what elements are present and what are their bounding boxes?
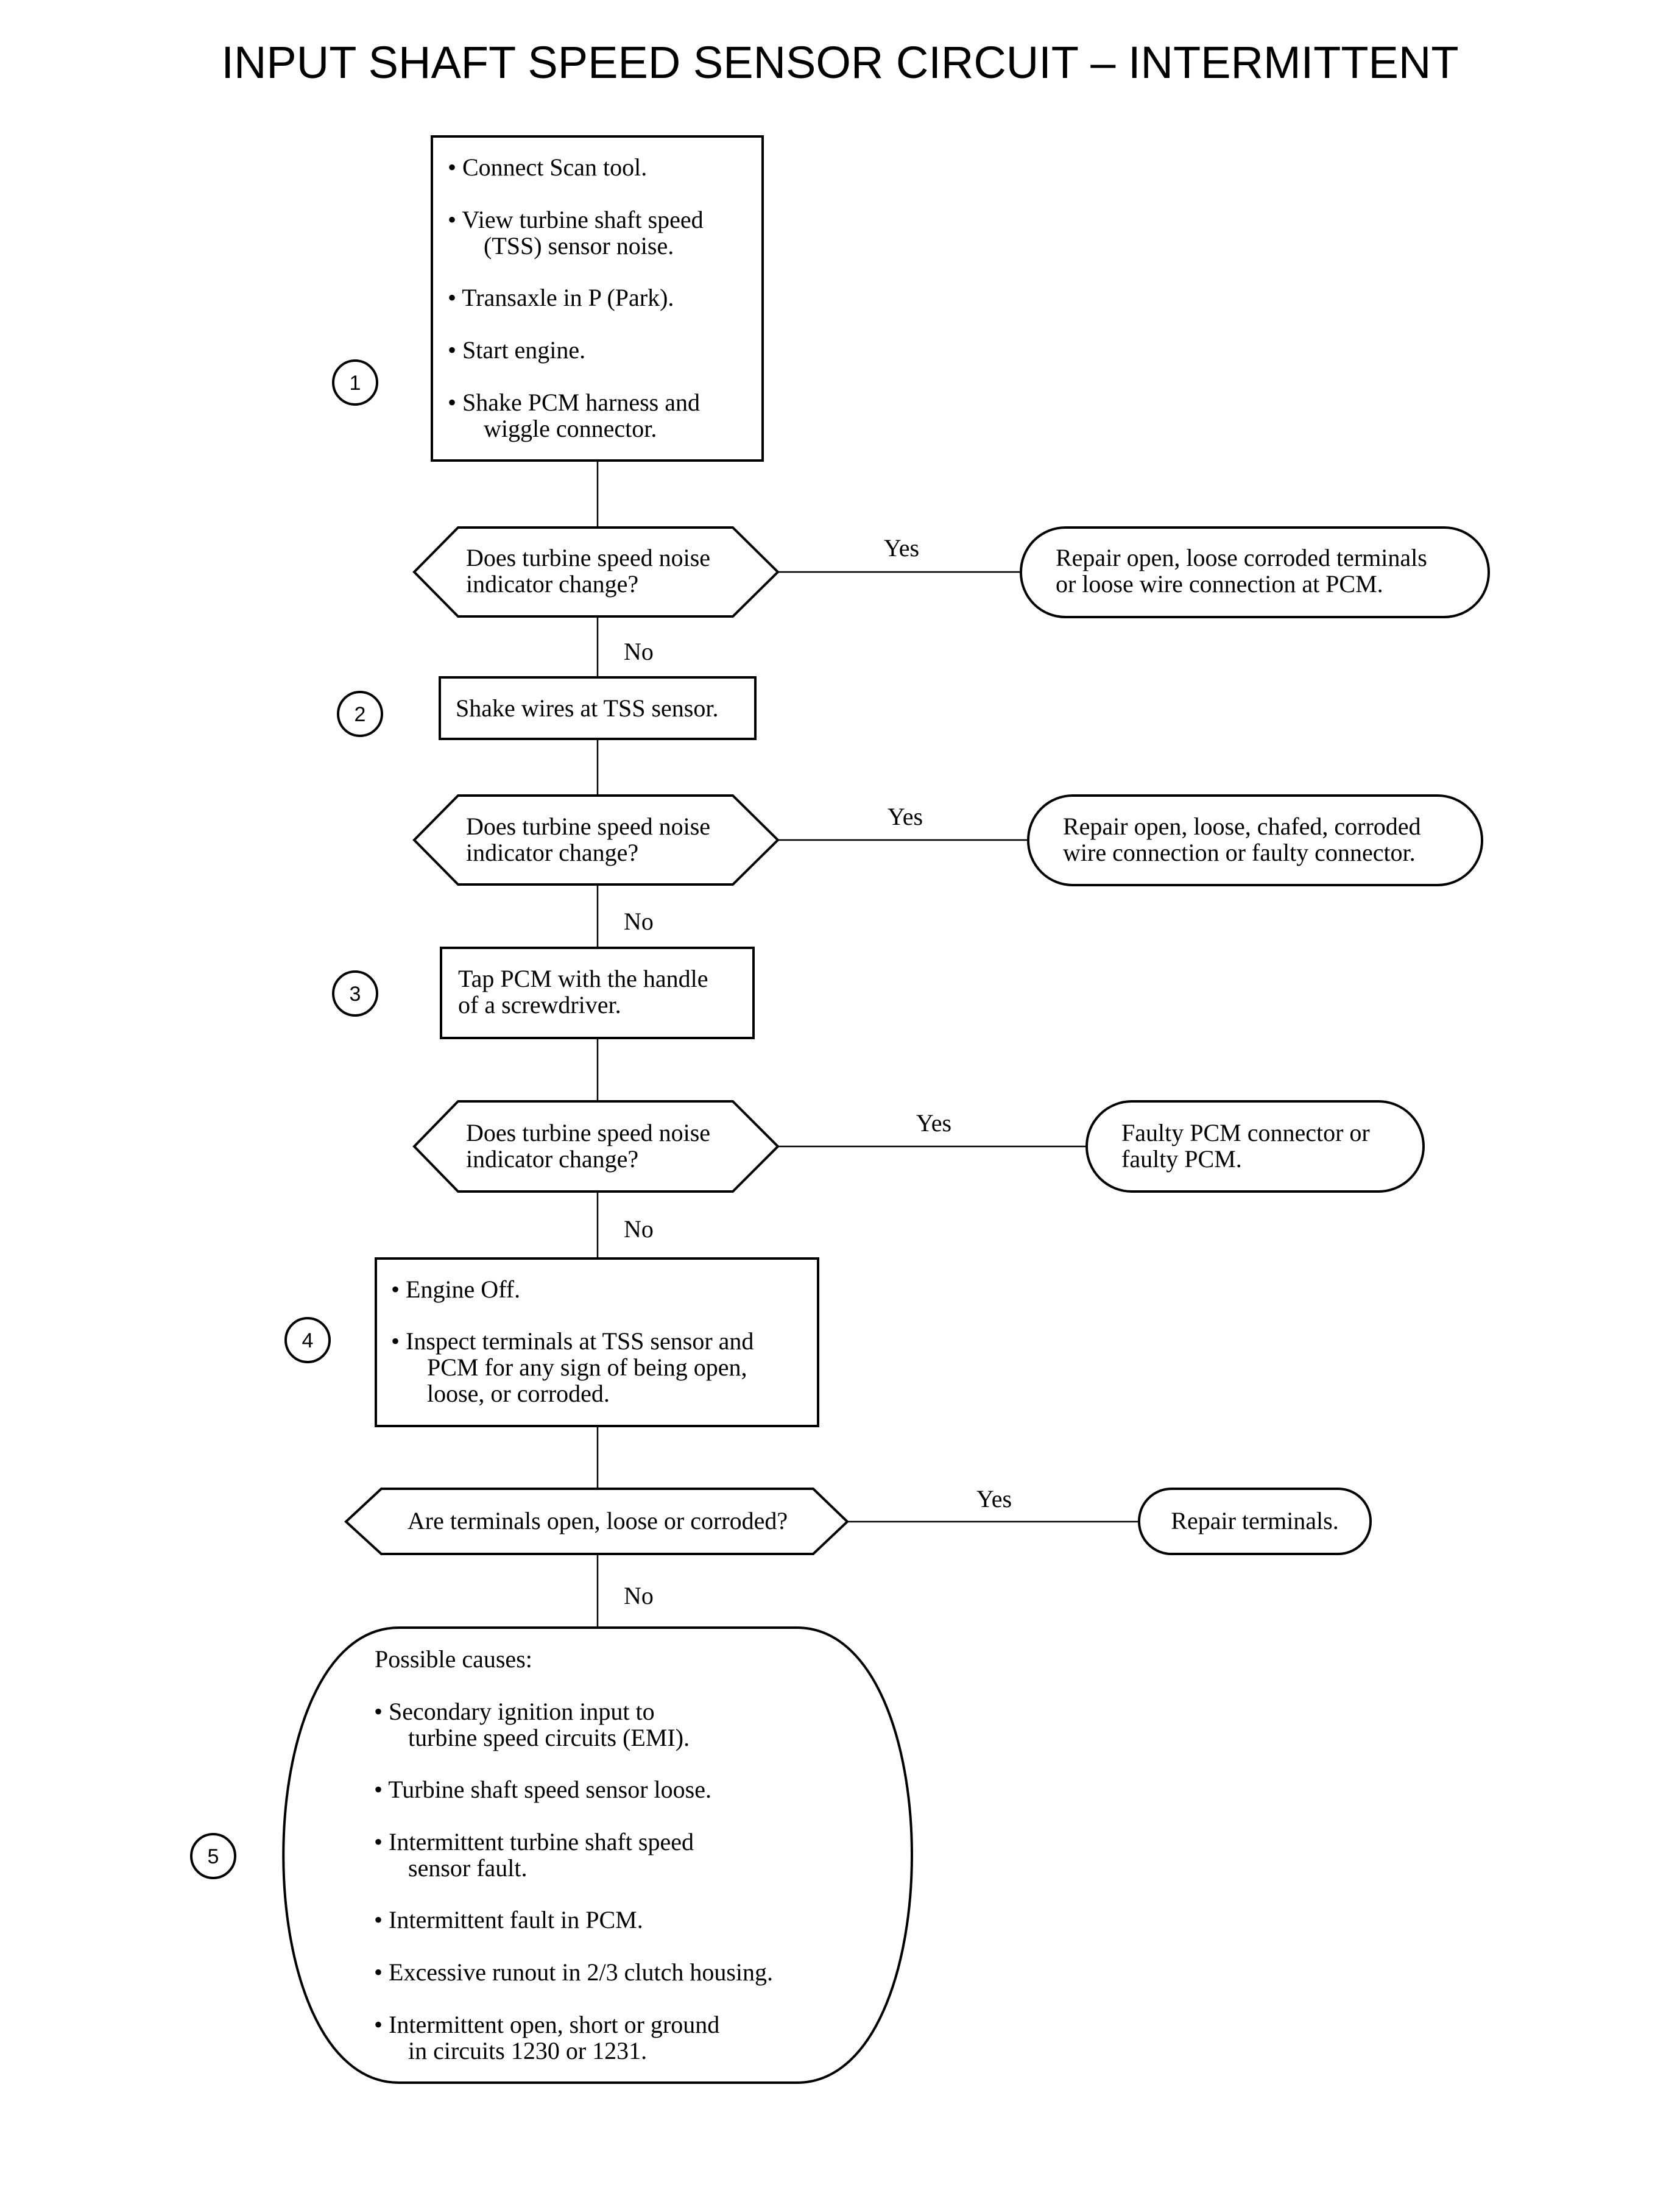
possible-cause-line: • Intermittent open, short or ground: [374, 2011, 719, 2038]
step-1-line: • Transaxle in P (Park).: [448, 284, 674, 311]
step-3-line: of a screwdriver.: [458, 991, 621, 1019]
possible-causes-box: Possible causes: • Secondary ignition in…: [282, 1626, 913, 2084]
possible-cause-line: • Intermittent fault in PCM.: [374, 1906, 643, 1933]
decision-2-line: indicator change?: [466, 839, 638, 866]
possible-cause-line: • Excessive runout in 2/3 clutch housing…: [374, 1958, 773, 1986]
page-title: INPUT SHAFT SPEED SENSOR CIRCUIT – INTER…: [221, 37, 1458, 88]
possible-cause-line: turbine speed circuits (EMI).: [408, 1724, 690, 1751]
connector-lines: [596, 461, 1139, 1628]
step-1-line: • Connect Scan tool.: [448, 154, 647, 181]
decision-3-line: Does turbine speed noise: [466, 1119, 710, 1146]
decision-1: Does turbine speed noise indicator chang…: [412, 526, 780, 618]
possible-cause-line: in circuits 1230 or 1231.: [408, 2037, 647, 2064]
decision-2: Does turbine speed noise indicator chang…: [412, 794, 780, 886]
svg-text:2: 2: [355, 703, 366, 726]
step-1-number: 1: [332, 359, 378, 406]
step-5-number: 5: [190, 1833, 236, 1879]
decision-2-yes-label: Yes: [888, 803, 923, 830]
step-2-number: 2: [337, 691, 383, 737]
decision-2-no-label: No: [624, 908, 654, 935]
svg-text:3: 3: [350, 983, 361, 1006]
step-1-line: • View turbine shaft speed: [448, 206, 704, 233]
decision-3-yes-label: Yes: [916, 1109, 951, 1137]
step-4-box: • Engine Off. • Inspect terminals at TSS…: [375, 1257, 819, 1427]
decision-1-no-label: No: [624, 638, 654, 665]
decision-3: Does turbine speed noise indicator chang…: [412, 1100, 780, 1193]
step-1-line: • Start engine.: [448, 336, 585, 364]
decision-4-yes-result: Repair terminals.: [1138, 1488, 1372, 1555]
decision-1-line: Does turbine speed noise: [466, 544, 710, 571]
step-4-number: 4: [284, 1317, 331, 1363]
step-4-line: • Inspect terminals at TSS sensor and: [391, 1327, 754, 1355]
svg-text:Repair open, loose corroded te: Repair open, loose corroded terminals: [1056, 544, 1427, 571]
step-1-box: • Connect Scan tool. • View turbine shaf…: [431, 135, 764, 462]
possible-cause-line: • Intermittent turbine shaft speed: [374, 1828, 694, 1855]
step-3-number: 3: [332, 970, 378, 1017]
svg-text:4: 4: [302, 1329, 314, 1352]
decision-4-no-label: No: [624, 1582, 654, 1609]
svg-text:Repair open, loose, chafed, co: Repair open, loose, chafed, corroded: [1063, 813, 1421, 840]
svg-text:Repair terminals.: Repair terminals.: [1171, 1507, 1338, 1534]
decision-3-line: indicator change?: [466, 1145, 638, 1173]
decision-3-yes-result: Faulty PCM connector or faulty PCM.: [1085, 1100, 1425, 1193]
possible-cause-line: • Secondary ignition input to: [374, 1698, 655, 1725]
possible-cause-line: • Turbine shaft speed sensor loose.: [374, 1776, 711, 1803]
decision-1-yes-result: Repair open, loose corroded terminals or…: [1020, 526, 1490, 618]
svg-text:faulty PCM.: faulty PCM.: [1121, 1145, 1242, 1173]
decision-1-yes-label: Yes: [884, 534, 919, 562]
step-4-line: loose, or corroded.: [427, 1380, 610, 1407]
step-1-line: (TSS) sensor noise.: [484, 232, 674, 259]
decision-2-yes-result: Repair open, loose, chafed, corroded wir…: [1027, 794, 1483, 886]
decision-4: Are terminals open, loose or corroded?: [344, 1488, 849, 1555]
possible-causes-heading: Possible causes:: [375, 1645, 532, 1673]
svg-text:1: 1: [350, 372, 361, 395]
svg-text:wire connection or faulty conn: wire connection or faulty connector.: [1063, 839, 1416, 866]
svg-text:5: 5: [208, 1845, 219, 1868]
step-3-line: Tap PCM with the handle: [458, 965, 708, 992]
decision-4-yes-label: Yes: [976, 1485, 1012, 1513]
step-3-box: Tap PCM with the handle of a screwdriver…: [440, 947, 755, 1039]
step-2-line: Shake wires at TSS sensor.: [456, 694, 718, 722]
step-4-line: • Engine Off.: [391, 1276, 520, 1303]
svg-text:or loose wire connection at PC: or loose wire connection at PCM.: [1056, 570, 1383, 598]
decision-1-line: indicator change?: [466, 570, 638, 598]
step-4-line: PCM for any sign of being open,: [427, 1354, 747, 1381]
decision-4-line: Are terminals open, loose or corroded?: [408, 1507, 788, 1534]
svg-text:Faulty PCM connector or: Faulty PCM connector or: [1121, 1119, 1370, 1146]
step-1-line: wiggle connector.: [484, 415, 657, 442]
decision-2-line: Does turbine speed noise: [466, 813, 710, 840]
decision-3-no-label: No: [624, 1215, 654, 1243]
step-1-line: • Shake PCM harness and: [448, 389, 700, 416]
possible-cause-line: sensor fault.: [408, 1854, 528, 1882]
step-2-box: Shake wires at TSS sensor.: [439, 676, 757, 740]
